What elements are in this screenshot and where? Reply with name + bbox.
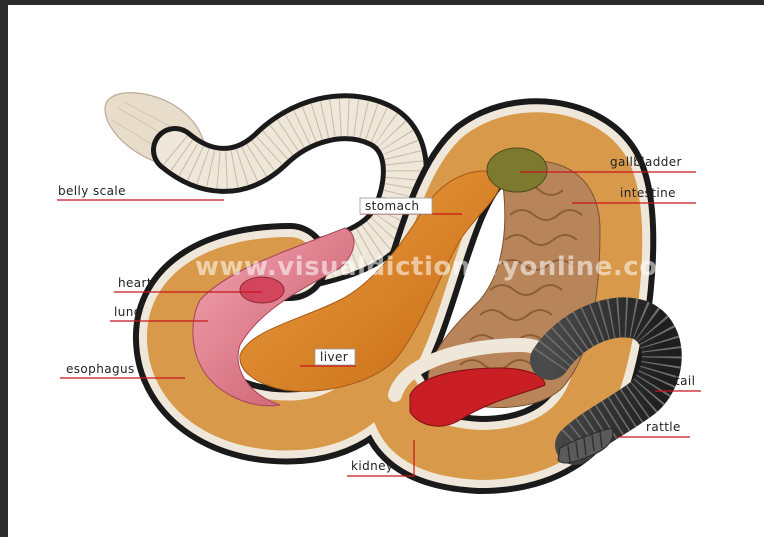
label-rattle: rattle	[646, 420, 681, 434]
label-tail: tail	[675, 374, 695, 388]
label-belly-scale: belly scale	[58, 184, 126, 198]
label-intestine: intestine	[620, 186, 676, 200]
label-gallbladder: gallbladder	[610, 155, 682, 169]
label-esophagus: esophagus	[66, 362, 135, 376]
watermark: www.visualdictionaryonline.com	[195, 252, 685, 282]
label-kidney: kidney	[351, 459, 393, 473]
label-stomach: stomach	[365, 199, 419, 213]
label-lung: lung	[114, 305, 142, 319]
label-heart: heart	[118, 276, 152, 290]
gallbladder-organ	[487, 148, 547, 192]
label-liver: liver	[320, 350, 348, 364]
